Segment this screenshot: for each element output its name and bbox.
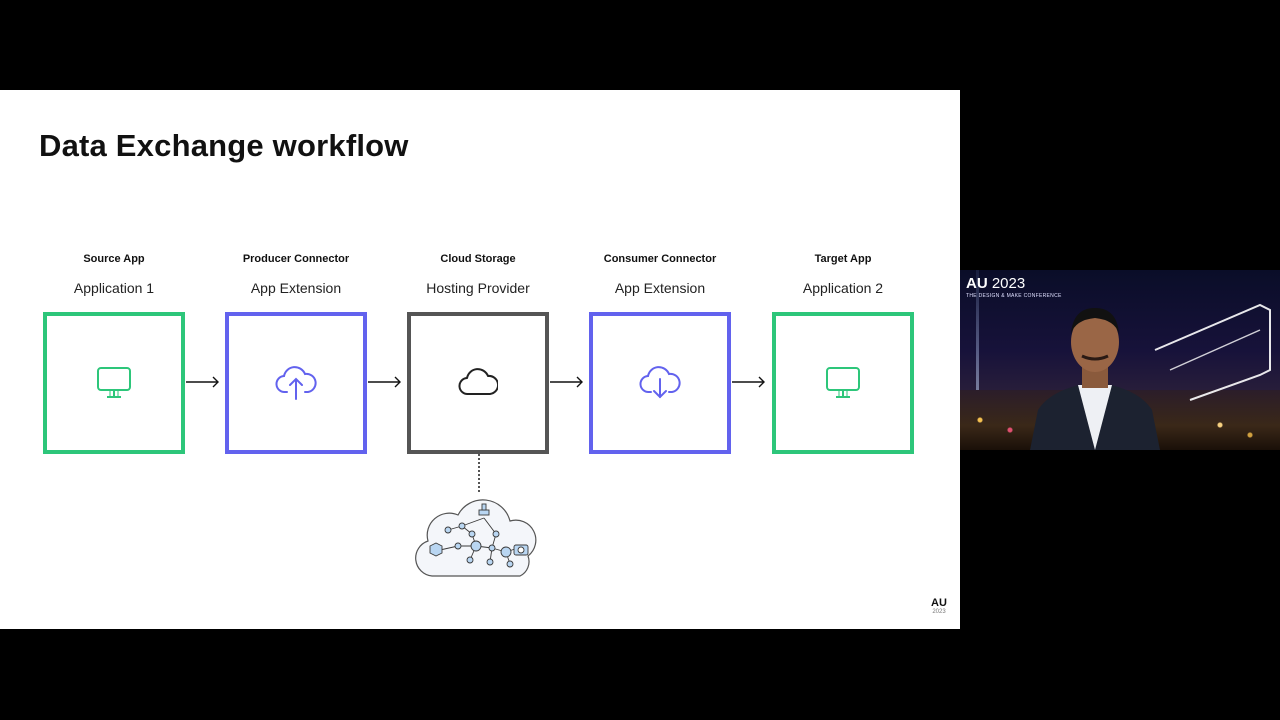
stage-category: Target App: [814, 253, 872, 265]
cloud-upload-icon: [275, 366, 317, 400]
speaker-figure: [1030, 303, 1271, 450]
stage-name: App Extension: [614, 280, 706, 296]
dotted-connector: [478, 454, 480, 492]
stage-box: [43, 312, 185, 454]
arrow-right-icon: [732, 376, 765, 388]
cloud-icon: [458, 368, 498, 395]
arrow-right-icon: [186, 376, 219, 388]
stage-category: Producer Connector: [242, 253, 350, 265]
arrow-right-icon: [550, 376, 583, 388]
stage-name: Hosting Provider: [426, 280, 530, 296]
au-logo-text: AU: [931, 597, 947, 609]
presentation-slide: Data Exchange workflow Source App Applic…: [0, 90, 960, 629]
stage-box: [225, 312, 367, 454]
arrow-right-icon: [368, 376, 401, 388]
monitor-icon: [97, 367, 131, 398]
stage-box: [589, 312, 731, 454]
light-beam: [976, 270, 979, 420]
stage-category: Source App: [83, 253, 145, 265]
stage-name: App Extension: [250, 280, 342, 296]
stage-name: Application 2: [802, 280, 884, 296]
au-year: 2023: [991, 275, 1026, 292]
au-tagline: THE DESIGN & MAKE CONFERENCE: [966, 293, 1062, 299]
au-logo: AU 2023: [929, 598, 949, 616]
au-logo-year: 2023: [932, 609, 946, 615]
au-brand: AU: [966, 275, 988, 292]
slide-title: Data Exchange workflow: [39, 128, 409, 163]
monitor-icon: [826, 367, 860, 398]
stage-category: Cloud Storage: [440, 253, 516, 265]
cloud-download-icon: [639, 366, 681, 399]
stage-name: Application 1: [73, 280, 155, 296]
stage-box: [772, 312, 914, 454]
data-network-cloud-icon: [415, 499, 537, 577]
stage-box: [407, 312, 549, 454]
stage-category: Consumer Connector: [603, 253, 717, 265]
au-video-title: AU 2023: [966, 275, 1025, 292]
speaker-video: AU 2023 THE DESIGN & MAKE CONFERENCE: [960, 270, 1280, 450]
